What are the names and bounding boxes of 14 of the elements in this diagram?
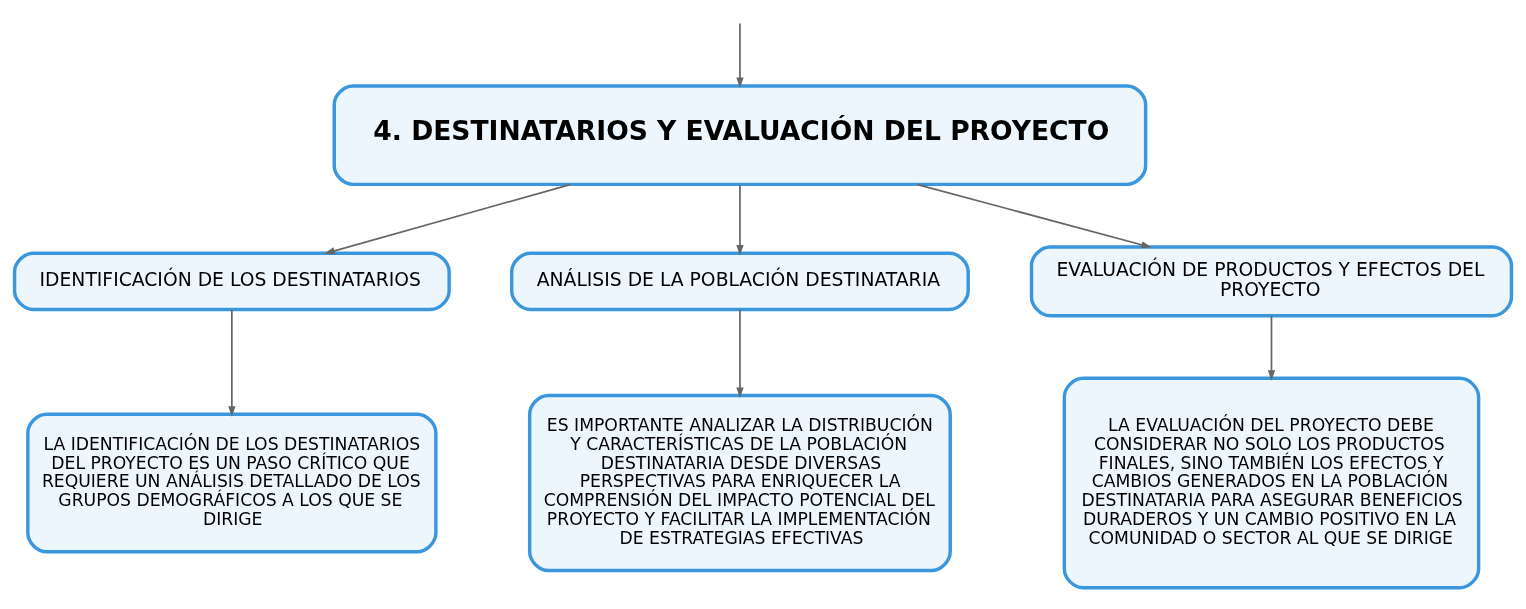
- node-box: LA EVALUACIÓN DEL PROYECTO DEBE CONSIDERAR NO SOLO LOS PRODUCTOS FINALES, SINO TAMBIÉN LOS EFECTOS Y CAMBIOS GENERADOS EN LA POBLACIÓN DESTINATARIA PARA ASEGURAR BENEFICIOS DURADEROS Y UN CAMBIO POSITIVO EN LA COMUNIDAD O SECTOR AL QUE SE DIRIGE: [1062, 376, 1481, 589]
- arrow: [736, 183, 744, 256]
- arrow: [228, 308, 236, 417]
- arrow: [324, 183, 571, 254]
- node-box: EVALUACIÓN DE PRODUCTOS Y EFECTOS DEL PROYECTO: [1029, 244, 1514, 317]
- arrow: [1267, 314, 1276, 381]
- node-box: ES IMPORTANTE ANALIZAR LA DISTRIBUCIÓN Y CARACTERÍSTICAS DE LA POBLACIÓN DESTINATARIA DESDE DIVERSAS PERSPECTIVAS PARA ENRIQUECER LA COMPRENSIÓN DEL IMPACTO POTENCIAL DEL PROYECTO Y FACILITAR LA IMPLEMENTACIÓN DE ESTRATEGIAS EFECTIVAS: [527, 393, 952, 572]
- arrow: [916, 183, 1152, 248]
- node-box: ANÁLISIS DE LA POBLACIÓN DESTINATARIA: [509, 250, 970, 311]
- arrow: [736, 22, 744, 88]
- node-box: LA IDENTIFICACIÓN DE LOS DESTINATARIOS DEL PROYECTO ES UN PASO CRÍTICO QUE REQUIERE UN ANÁLISIS DETALLADO DE LOS GRUPOS DEMOGRÁFICOS A LOS QUE SE DIRIGE: [26, 412, 438, 553]
- node-box: IDENTIFICACIÓN DE LOS DESTINATARIOS: [12, 250, 451, 311]
- arrow: [736, 308, 744, 398]
- node-box: 4. DESTINATARIOS Y EVALUACIÓN DEL PROYECTO: [332, 83, 1148, 186]
